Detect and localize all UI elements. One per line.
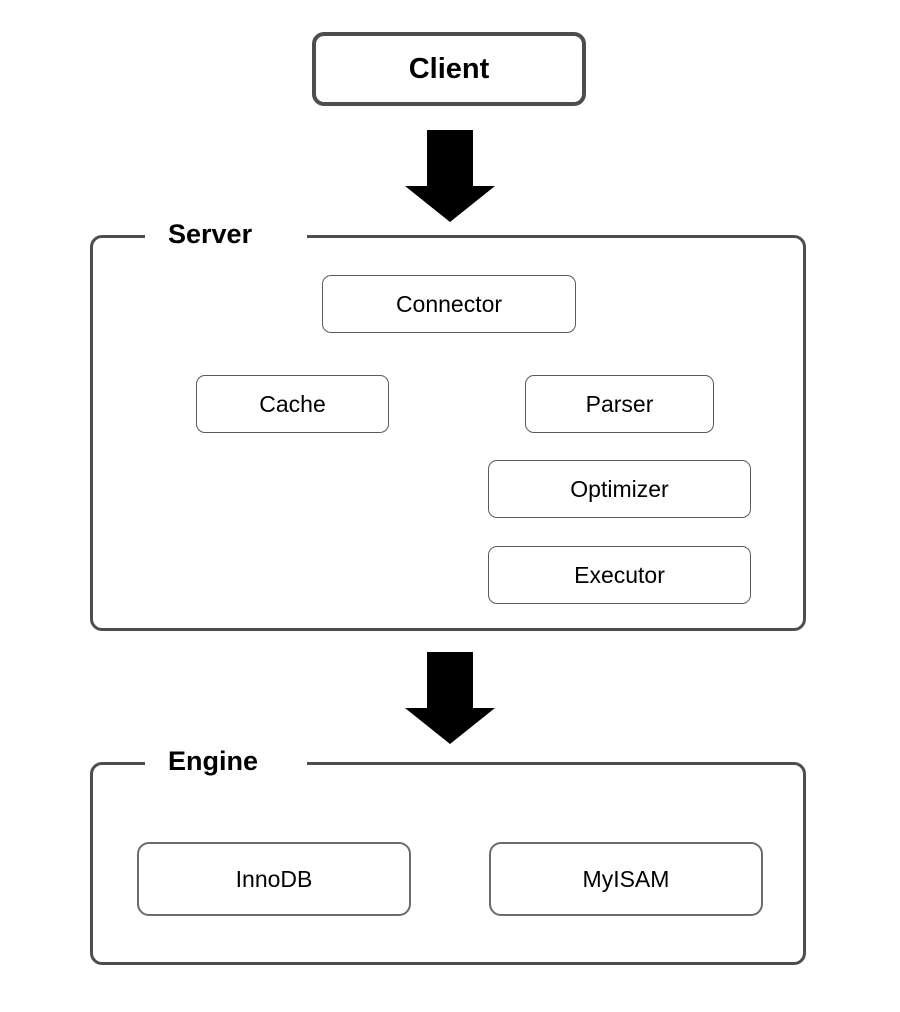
group-server-label: Server bbox=[168, 219, 253, 249]
node-optimizer[interactable]: Optimizer bbox=[488, 460, 751, 518]
node-cache[interactable]: Cache bbox=[196, 375, 389, 433]
group-engine-border bbox=[90, 762, 806, 965]
arrow-client-to-server bbox=[405, 130, 495, 222]
group-server-label-gap bbox=[145, 231, 307, 240]
node-cache-label: Cache bbox=[259, 390, 326, 417]
node-client[interactable]: Client bbox=[312, 32, 586, 106]
node-innodb-label: InnoDB bbox=[235, 865, 313, 892]
node-optimizer-label: Optimizer bbox=[570, 475, 669, 502]
node-parser[interactable]: Parser bbox=[525, 375, 714, 433]
node-myisam[interactable]: MyISAM bbox=[489, 842, 763, 916]
group-engine-label-gap bbox=[145, 758, 307, 767]
node-executor-label: Executor bbox=[574, 561, 665, 588]
node-connector[interactable]: Connector bbox=[322, 275, 576, 333]
node-executor[interactable]: Executor bbox=[488, 546, 751, 604]
node-myisam-label: MyISAM bbox=[582, 865, 670, 892]
node-innodb[interactable]: InnoDB bbox=[137, 842, 411, 916]
node-client-label: Client bbox=[408, 52, 490, 85]
group-engine: Engine InnoDB MyISAM bbox=[90, 748, 806, 965]
node-parser-label: Parser bbox=[585, 390, 654, 417]
group-engine-label: Engine bbox=[168, 746, 259, 776]
group-server-border bbox=[90, 235, 806, 631]
group-server: Server Connector Cache Parser Optimizer … bbox=[90, 221, 806, 631]
arrow-server-to-engine bbox=[405, 652, 495, 744]
node-connector-label: Connector bbox=[395, 290, 503, 317]
